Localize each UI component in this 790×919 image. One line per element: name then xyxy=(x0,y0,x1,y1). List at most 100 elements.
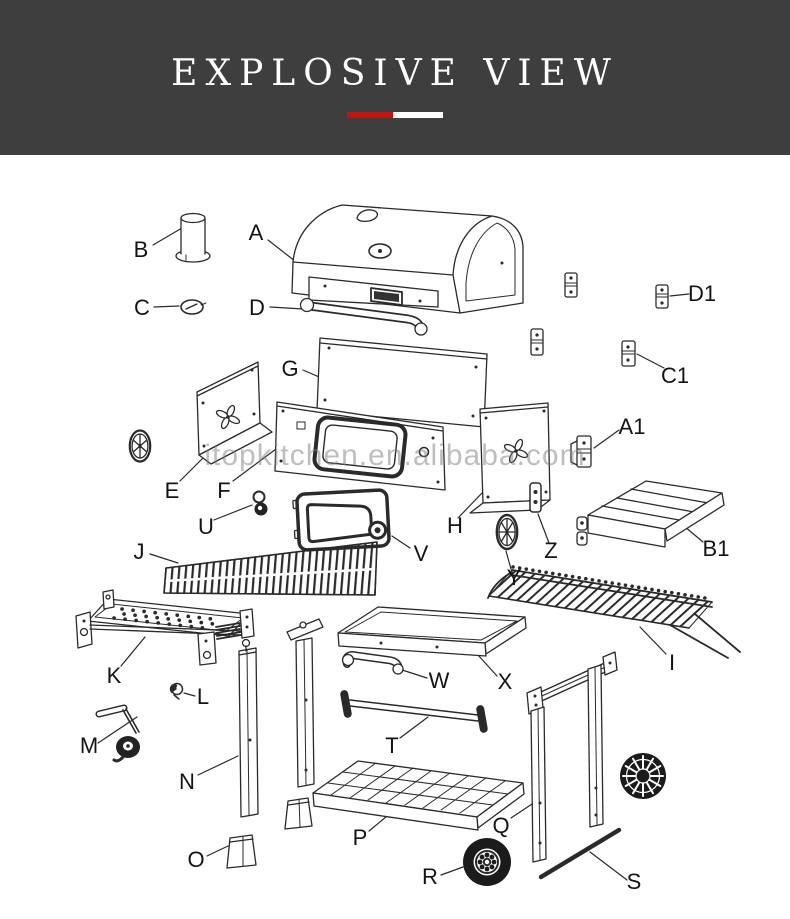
header-band: EXPLOSIVE VIEW xyxy=(0,0,790,155)
part-label-p: P xyxy=(352,825,368,850)
part-label-l: L xyxy=(196,684,210,709)
leader-line xyxy=(505,550,512,570)
part-label-e: E xyxy=(164,478,180,503)
leader-line xyxy=(636,353,665,369)
fan-cutout-icon xyxy=(215,404,241,430)
part-label-d1: D1 xyxy=(687,281,717,306)
part-hinge-d1 xyxy=(655,284,669,309)
part-hinge-a1 xyxy=(570,435,592,468)
leader-line xyxy=(398,668,428,679)
part-caster-wheel xyxy=(130,431,150,462)
leader-line xyxy=(153,305,180,308)
part-latch-u xyxy=(252,490,268,516)
part-label-u: U xyxy=(198,514,214,539)
leader-lines xyxy=(97,227,704,881)
part-label-r: R xyxy=(422,864,438,889)
part-wheel-y xyxy=(497,515,517,549)
part-label-k: K xyxy=(106,663,122,688)
leader-line xyxy=(152,227,183,246)
part-leg-frame-q xyxy=(526,651,618,863)
part-label-s: S xyxy=(626,869,642,894)
part-label-h: H xyxy=(447,513,463,538)
part-chimney-b xyxy=(175,212,211,263)
part-hinge xyxy=(530,328,544,356)
leader-line xyxy=(399,716,429,739)
part-wheel-r xyxy=(463,838,511,886)
leader-line xyxy=(213,504,253,521)
part-hinge-c1 xyxy=(621,340,636,367)
leader-line xyxy=(391,535,411,549)
part-label-z: Z xyxy=(544,538,558,563)
part-label-b: B xyxy=(133,237,149,262)
part-label-x: X xyxy=(497,669,513,694)
leader-line xyxy=(669,293,690,297)
title-underline-red xyxy=(347,112,393,118)
part-label-g: G xyxy=(281,356,299,381)
part-damper-c xyxy=(180,299,207,315)
leader-line xyxy=(120,636,146,667)
part-label-c1: C1 xyxy=(660,363,690,388)
part-label-t: T xyxy=(385,733,399,758)
part-leg-n xyxy=(238,618,324,818)
part-foot-o xyxy=(226,797,313,869)
part-spoked-wheel xyxy=(620,753,666,799)
part-axle-s xyxy=(538,827,622,880)
part-tray-x xyxy=(337,606,527,657)
leader-line xyxy=(179,454,207,482)
part-label-y: Y xyxy=(506,565,522,590)
part-label-j: J xyxy=(133,539,145,564)
part-label-i: I xyxy=(668,650,676,675)
oven-window xyxy=(312,415,408,479)
part-label-o: O xyxy=(187,847,205,872)
leader-line xyxy=(440,866,464,876)
part-label-d: D xyxy=(249,295,265,320)
leader-line xyxy=(477,654,498,677)
part-front-panel-f xyxy=(274,401,446,491)
part-charcoal-pan-k xyxy=(75,589,255,666)
leader-line xyxy=(510,803,533,819)
part-warming-rack-i xyxy=(487,565,741,659)
part-label-v: V xyxy=(413,541,429,566)
part-bottom-shelf-p xyxy=(312,760,525,831)
leader-line xyxy=(589,851,628,881)
part-side-shelf-b1 xyxy=(576,480,725,548)
title-underline-white xyxy=(393,112,443,118)
exploded-view-diagram: itopkitchen.en.alibaba.com A B C D D1 C1… xyxy=(0,155,790,919)
part-label-q: Q xyxy=(492,813,510,838)
leader-line xyxy=(593,429,620,449)
part-fitting-l xyxy=(169,682,184,700)
leader-line xyxy=(206,845,229,857)
leader-line xyxy=(183,692,196,697)
leader-line xyxy=(639,626,667,655)
part-crank-m xyxy=(95,704,140,763)
leader-line xyxy=(232,448,277,482)
part-label-a1: A1 xyxy=(618,414,646,439)
part-crossbar-t xyxy=(340,690,488,733)
part-handle-w xyxy=(341,651,404,675)
lid-chimney-hole xyxy=(356,209,379,223)
leader-line xyxy=(197,755,239,776)
diagram-canvas xyxy=(75,204,741,886)
part-label-b1: B1 xyxy=(702,536,730,561)
leader-line xyxy=(97,716,138,744)
part-hinge xyxy=(564,272,578,298)
part-door-v xyxy=(292,488,391,552)
part-label-n: N xyxy=(179,769,195,794)
part-label-f: F xyxy=(217,478,231,503)
part-back-panel-g xyxy=(316,337,488,428)
part-handle-d xyxy=(299,297,428,336)
part-label-c: C xyxy=(134,295,150,320)
title-underline xyxy=(347,112,443,118)
leader-line xyxy=(457,491,484,519)
fan-cutout-icon xyxy=(503,438,529,464)
part-label-a: A xyxy=(248,220,264,245)
page-title: EXPLOSIVE VIEW xyxy=(171,53,619,94)
leader-line xyxy=(269,306,304,310)
part-side-panel-e xyxy=(196,361,273,465)
part-label-w: W xyxy=(428,668,450,693)
part-lid-a xyxy=(291,204,524,314)
leader-line xyxy=(537,513,550,544)
part-cooking-grate-j xyxy=(163,541,378,596)
part-label-m: M xyxy=(79,733,99,758)
